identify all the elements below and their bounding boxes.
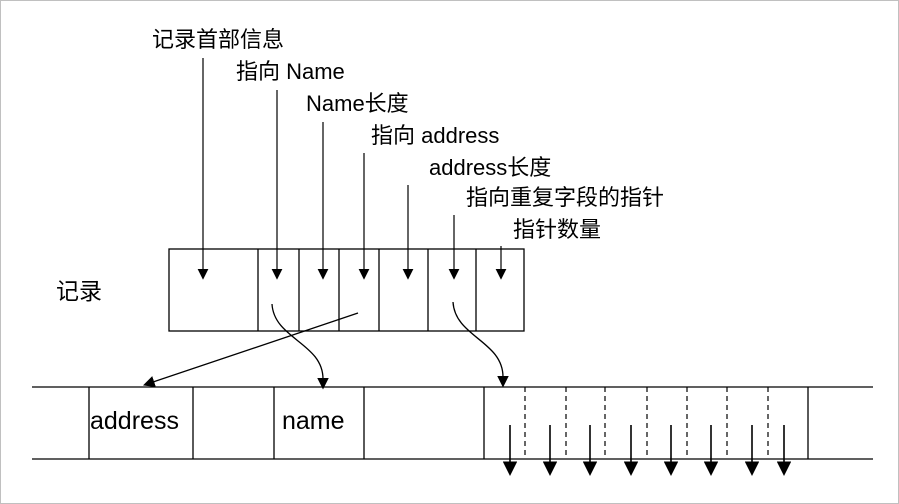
label-pointer-to-repeated-field: 指向重复字段的指针	[466, 185, 665, 210]
label-address-length: address长度	[429, 155, 552, 180]
label-record-header-info: 记录首部信息	[152, 27, 285, 52]
line-to-address-arrow	[143, 312, 359, 388]
label-pointer-count: 指针数量	[513, 217, 602, 242]
label-pointer-to-name: 指向 Name	[236, 59, 345, 84]
curve-to-name-arrow	[271, 303, 329, 390]
label-pointer-to-address: 指向 address	[371, 123, 500, 148]
curve-to-repeated-fields-arrow	[452, 301, 509, 388]
label-record: 记录	[56, 278, 102, 304]
record-box	[168, 248, 525, 332]
storage-cell-address-text: address	[90, 407, 179, 435]
storage-cell-name-text: name	[282, 407, 345, 435]
label-name-length: Name长度	[306, 91, 409, 116]
